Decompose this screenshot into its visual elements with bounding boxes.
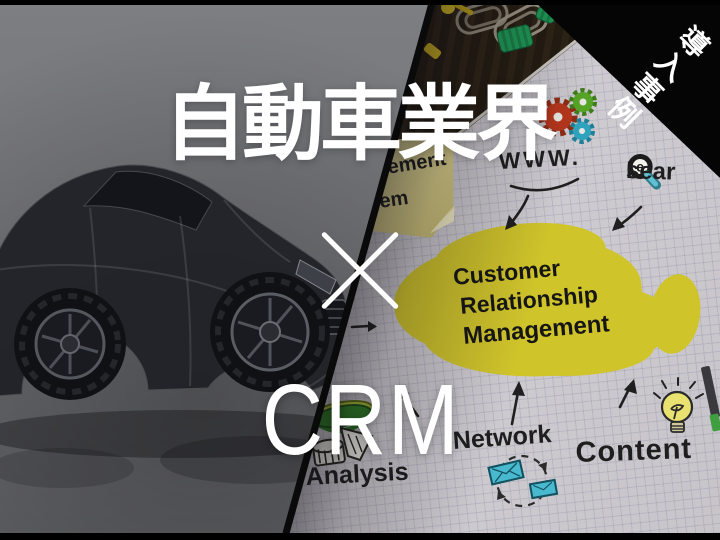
rear-wheel	[14, 288, 126, 400]
front-wheel	[210, 272, 330, 392]
letterbox-bar-bottom	[0, 533, 720, 540]
multiply-symbol	[320, 230, 400, 310]
page-title: 自動車業界	[164, 79, 558, 170]
letterbox-bar-top	[0, 0, 720, 5]
xray-car-illustration	[0, 164, 380, 488]
subtitle-crm: CRM	[261, 364, 461, 476]
